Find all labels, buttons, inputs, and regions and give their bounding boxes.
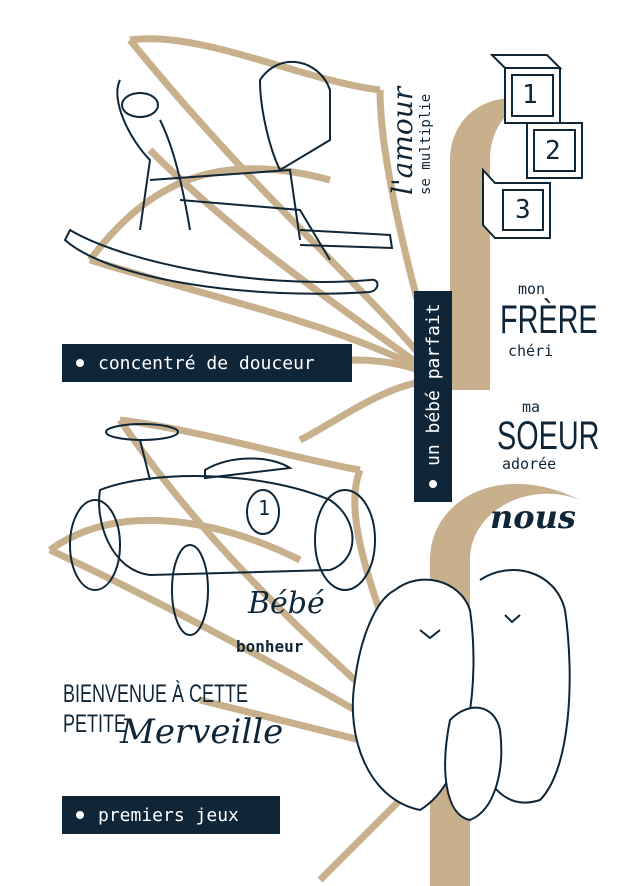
tan-stem-top (450, 98, 560, 390)
bullet-icon (76, 359, 84, 367)
rocking-horse-drawing (63, 61, 394, 295)
label-text: premiers jeux (98, 804, 239, 826)
block-number-1: 1 (522, 80, 538, 110)
bullet-icon (429, 480, 437, 488)
bienvenue-line1: BIENVENUE À CETTE (63, 680, 249, 708)
amour-script: l'amour (386, 86, 419, 195)
label-premiers-jeux: premiers jeux (62, 796, 280, 834)
bonheur-text: bonheur (236, 637, 304, 656)
block-number-2: 2 (545, 136, 561, 166)
bullet-icon (76, 811, 84, 819)
soeur-top: ma (522, 398, 541, 416)
number-blocks-drawing (482, 54, 583, 239)
amour-line2: se multiplie (418, 93, 434, 195)
block-number-3: 3 (515, 195, 531, 225)
frere-top: mon (518, 280, 546, 298)
label-un-bebe-parfait: un bébé parfait (414, 291, 452, 502)
label-text: un bébé parfait (422, 303, 444, 466)
frere-bottom: chéri (508, 342, 554, 360)
nous-script: nous (490, 498, 576, 536)
penguin-family-drawing (351, 569, 571, 822)
label-text: concentré de douceur (98, 352, 315, 374)
amour-text: l'amour se multiplie (386, 86, 434, 195)
soeur-big: SOEUR (497, 414, 600, 458)
frere-big: FRÈRE (500, 298, 598, 342)
soeur-bottom: adorée (502, 455, 557, 473)
car-number: 1 (258, 496, 271, 520)
bebe-script: Bébé (248, 586, 325, 621)
toy-car-drawing (69, 423, 376, 636)
merveille-script: Merveille (120, 712, 284, 752)
label-concentre-de-douceur: concentré de douceur (62, 344, 352, 382)
bienvenue-line2: PETITE (63, 710, 127, 738)
